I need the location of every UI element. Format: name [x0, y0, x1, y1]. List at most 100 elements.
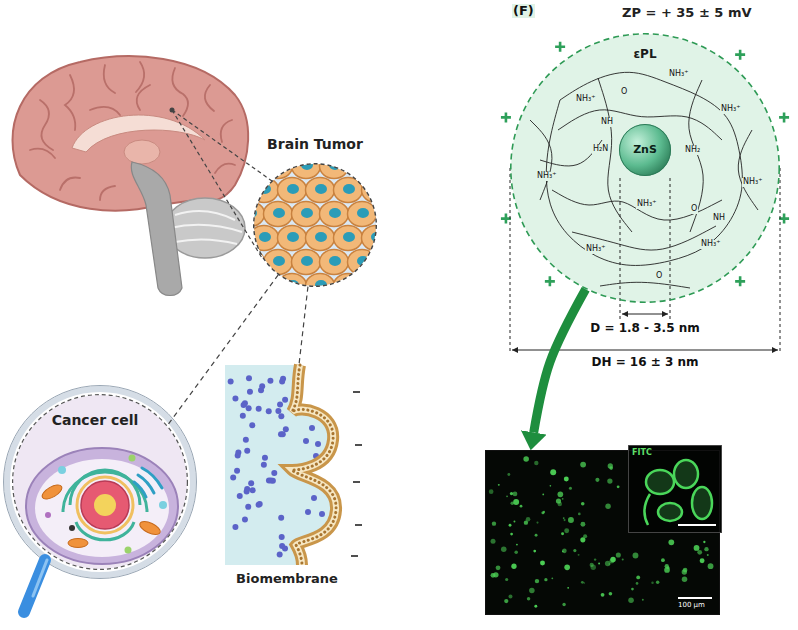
cell-illustration — [159, 501, 167, 509]
cell-body — [348, 154, 377, 179]
cell-body — [292, 250, 321, 275]
micrograph-image — [644, 494, 650, 525]
fluorescence-dot — [509, 524, 512, 527]
cell-illustration — [58, 466, 66, 474]
cell-nucleus — [245, 160, 257, 170]
fluorescence-dot — [505, 578, 508, 581]
fluorescence-dot — [543, 511, 545, 513]
cell-illustration — [26, 448, 178, 564]
fluorescence-dot — [568, 517, 574, 523]
nanoparticle-dot — [267, 378, 273, 384]
fluorescence-dot — [504, 599, 508, 603]
fluorescence-dot — [550, 469, 556, 475]
nanoparticle-dot — [282, 397, 288, 403]
nanoparticle-dot — [262, 455, 268, 461]
nanoparticle-dot — [234, 468, 240, 474]
cell-nucleus — [301, 256, 313, 266]
tumor-cell — [306, 226, 335, 251]
nanoparticle-dot — [246, 405, 252, 411]
nanoparticle-dot — [243, 437, 249, 443]
cell-nucleus — [273, 256, 285, 266]
cell-nucleus — [343, 232, 355, 242]
fluorescence-dot — [607, 478, 612, 483]
cell-nucleus — [287, 280, 299, 290]
region-heading: Brain Tumor — [267, 136, 363, 153]
chem-group: NH₃⁺ — [700, 240, 721, 249]
membrane-illustration — [225, 365, 336, 565]
brain-illustration — [137, 85, 150, 110]
nanoparticle-dot — [319, 511, 325, 517]
nanoparticle-dot — [241, 402, 247, 408]
cell-nucleus — [371, 232, 383, 242]
nanoparticle-dot — [282, 546, 288, 552]
nanoparticle-dot — [279, 379, 285, 385]
chem-group: NH₃⁺ — [720, 105, 741, 114]
chem-group: NH₃⁺ — [742, 178, 763, 187]
brain-illustration — [40, 100, 53, 150]
fluorescence-dot — [628, 597, 634, 603]
cell-nucleus — [357, 208, 369, 218]
chem-group: NH — [600, 118, 614, 127]
fluorescence-dot — [580, 522, 585, 527]
cell-illustration — [129, 455, 136, 462]
brain-illustration — [104, 65, 115, 93]
box-outline — [225, 365, 350, 565]
cell-body — [250, 178, 279, 203]
nanoparticle-dot — [277, 402, 283, 408]
fluorescence-dot — [567, 587, 569, 589]
tumor-cell — [250, 274, 279, 299]
nanoparticle-dot — [309, 425, 315, 431]
nanoparticle-dot — [303, 438, 309, 444]
dimension-line — [620, 178, 621, 319]
fluorescence-dot — [651, 581, 653, 583]
micrograph-image — [646, 470, 674, 494]
fluorescence-dot — [697, 550, 702, 555]
panel-letter: (F) — [512, 4, 535, 18]
nanoparticle-dot — [268, 478, 274, 484]
nanoparticle-dot — [246, 375, 252, 381]
nanoparticle-dot — [247, 389, 253, 395]
charge-sign — [353, 481, 360, 483]
dimension-line — [622, 314, 668, 315]
cell-illustration — [40, 482, 64, 502]
tumor-cell — [292, 202, 321, 227]
fluorescence-dot — [578, 554, 580, 556]
cell-nucleus — [357, 160, 369, 170]
nanoparticle-illustration — [501, 34, 789, 302]
cell-illustration — [138, 519, 162, 537]
cell-nucleus — [245, 256, 257, 266]
charge-plus — [555, 42, 565, 52]
cell-body — [390, 274, 419, 299]
fluorescence-dot — [700, 558, 705, 563]
nanoparticle-dot — [242, 516, 248, 522]
fluorescence-dot — [583, 582, 585, 584]
cell-nucleus — [329, 160, 341, 170]
cell-body — [236, 154, 265, 179]
shape-border — [254, 164, 377, 287]
leader-line — [172, 110, 262, 258]
fluorescence-dot — [617, 485, 620, 488]
fluorescence-dot — [561, 532, 564, 535]
fluorescence-dot — [523, 456, 529, 462]
tumor-cell — [292, 154, 321, 179]
cell-nucleus — [329, 256, 341, 266]
nanoparticle-dot — [256, 502, 262, 508]
fluorescence-dot — [616, 552, 621, 557]
nanoparticle-dot — [277, 551, 283, 557]
dimension-line — [510, 168, 511, 354]
fluorescence-dot — [609, 592, 613, 596]
cell-illustration — [63, 470, 147, 540]
brain-illustration — [172, 68, 188, 116]
cell-nucleus — [357, 256, 369, 266]
fluorescence-dot — [558, 502, 563, 507]
fluorescence-dot — [496, 565, 501, 570]
magnifier — [24, 560, 45, 612]
nanoparticle-dot — [228, 379, 234, 385]
tumor-cell — [236, 154, 419, 299]
nanoparticle-dot — [278, 515, 284, 521]
nanoparticle-dot — [259, 383, 265, 389]
fluorescence-dot — [534, 605, 537, 608]
chem-group: H₂N — [592, 145, 609, 154]
fluorescence-dot — [564, 564, 570, 570]
micrograph: FITC100 µm — [485, 450, 720, 615]
